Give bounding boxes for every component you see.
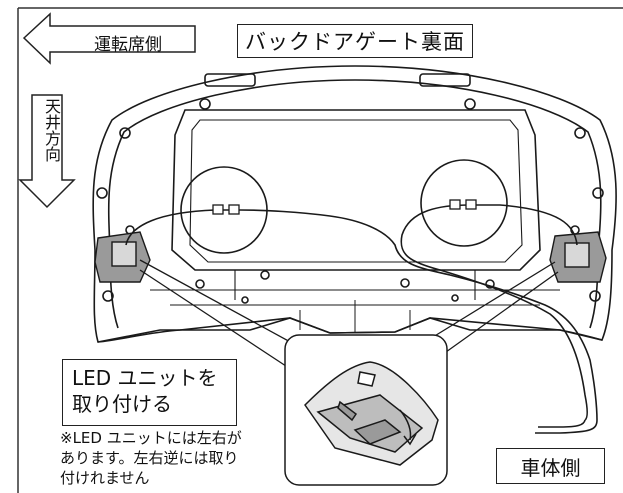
inset-leader-lines — [139, 259, 559, 371]
magnify-circle-right — [420, 159, 508, 247]
wiring-harness — [125, 204, 598, 434]
ceiling-direction-arrow — [18, 94, 76, 209]
led-unit-right — [549, 231, 607, 283]
driver-side-arrow — [22, 12, 196, 65]
driver-side-label: 運転席側 — [94, 35, 162, 55]
note-line-1: ※LED ユニットには左右が — [60, 429, 242, 447]
tailgate-panel — [92, 65, 617, 343]
connector-left — [212, 204, 240, 215]
led-unit-left — [94, 231, 151, 283]
note-line-3: 付けれません — [60, 469, 150, 487]
connector-right — [449, 199, 477, 210]
magnify-circle-left — [180, 166, 268, 254]
page-title: バックドアゲート裏面 — [237, 24, 473, 58]
inset-detail — [284, 334, 448, 486]
led-install-callout: LED ユニットを 取り付ける — [62, 359, 237, 426]
callout-line-1: LED ユニットを — [72, 366, 218, 390]
callout-line-2: 取り付ける — [72, 392, 172, 416]
vehicle-side-label: 車体側 — [496, 448, 605, 484]
note-line-2: あります。左右逆には取り — [60, 449, 239, 467]
caution-note: ※LED ユニットには左右が あります。左右逆には取り 付けれません — [60, 428, 285, 488]
ceiling-direction-label: 天井方向 — [42, 98, 61, 162]
